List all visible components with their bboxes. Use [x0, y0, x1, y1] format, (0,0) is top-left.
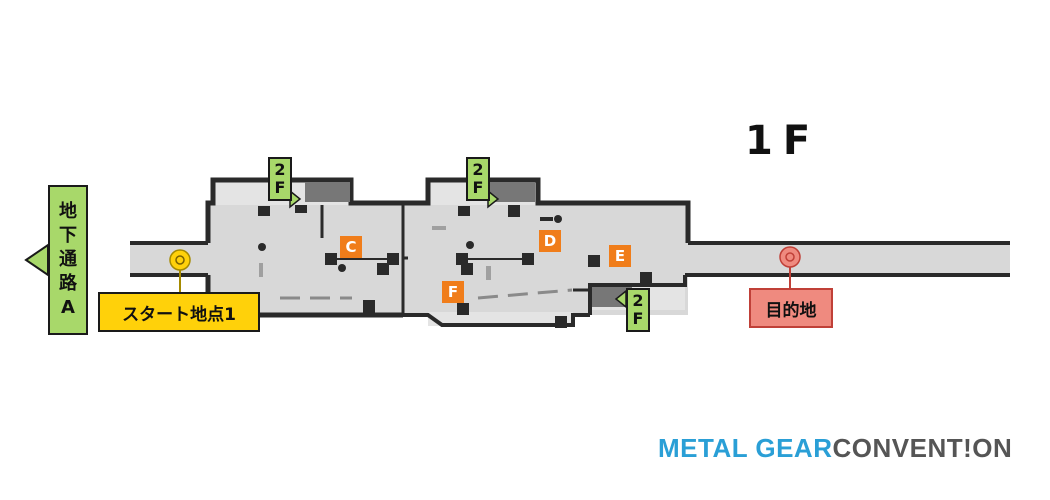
brand-logo: METAL GEARCONVENT!ON — [658, 433, 1013, 463]
room-marker-f: F — [442, 281, 464, 303]
start-point-label: スタート地点1 — [98, 292, 260, 332]
corridor-east — [688, 243, 1010, 275]
floor-label: 1F — [745, 118, 821, 164]
arrow-left-icon — [24, 243, 49, 277]
goal-label: 目的地 — [749, 288, 833, 328]
room-marker-d: D — [539, 230, 561, 252]
room-marker-e: E — [609, 245, 631, 267]
start-point-icon — [169, 249, 191, 271]
underground-passage-label: 地 下 通 路 A — [48, 185, 88, 335]
goal-point-icon — [779, 246, 801, 268]
room-marker-c: C — [340, 236, 362, 258]
